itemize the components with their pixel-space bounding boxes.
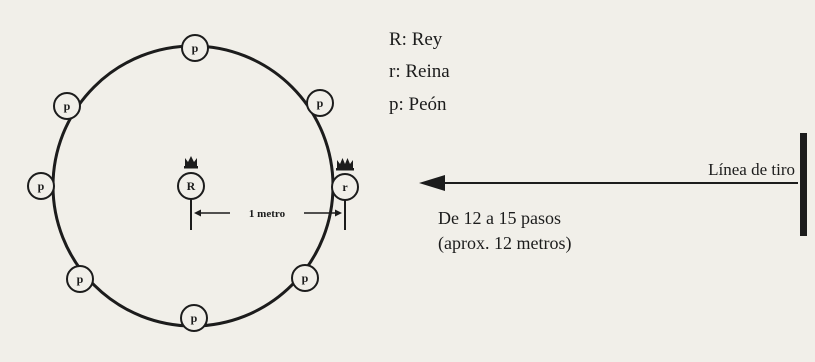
peon-bottom: p: [180, 304, 208, 332]
shot-distance-line1: De 12 a 15 pasos: [438, 208, 561, 228]
legend-peon: p: Peón: [389, 94, 447, 115]
svg-text:p: p: [64, 99, 71, 113]
legend-reina: r: Reina: [389, 61, 450, 82]
peon-bottom-right: p: [291, 264, 319, 292]
shooting-line-label: Línea de tiro: [708, 160, 795, 179]
svg-text:p: p: [302, 271, 309, 285]
peon-bottom-left: p: [66, 265, 94, 293]
shooting-line-bar: [800, 133, 807, 236]
svg-text:p: p: [191, 311, 198, 325]
legend-rey: R: Rey: [389, 29, 443, 50]
svg-text:p: p: [317, 96, 324, 110]
svg-text:p: p: [77, 272, 84, 286]
queen-piece: r: [331, 173, 359, 201]
peon-top-right: p: [306, 89, 334, 117]
distance-arrow: [194, 209, 342, 217]
peon-top-left: p: [53, 92, 81, 120]
queen-crown-icon: [336, 158, 354, 171]
shot-distance-line2: (aprox. 12 metros): [438, 233, 571, 254]
svg-text:R: R: [187, 179, 196, 193]
peon-top: p: [181, 34, 209, 62]
distance-label: 1 metro: [249, 208, 286, 220]
king-crown-icon: [184, 156, 198, 169]
svg-text:p: p: [38, 179, 45, 193]
king-piece: R: [177, 172, 205, 200]
peon-left: p: [27, 172, 55, 200]
svg-text:r: r: [342, 180, 348, 194]
shot-arrow: [419, 175, 798, 191]
svg-text:p: p: [192, 41, 199, 55]
